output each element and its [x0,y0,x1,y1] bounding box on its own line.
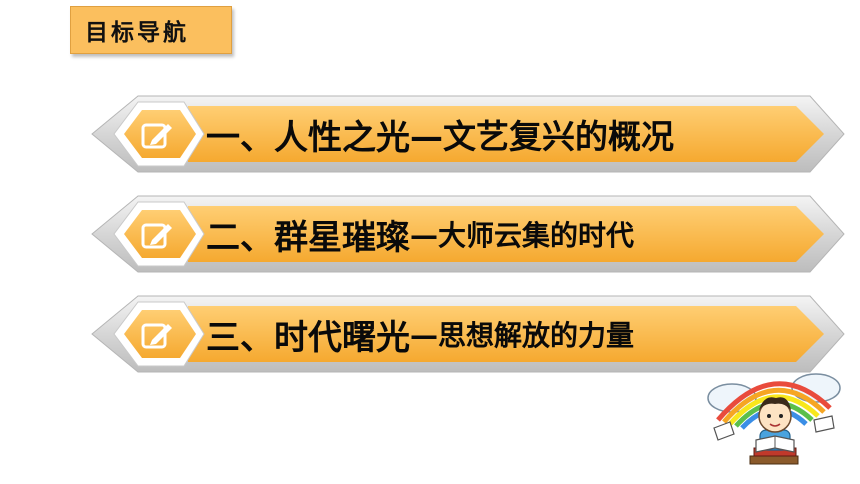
menu-item-1-text: 一、人性之光—文艺复兴的概况 [206,92,674,176]
edit-icon [136,214,178,256]
edit-icon [136,314,178,356]
menu-item-1[interactable]: 一、人性之光—文艺复兴的概况 [88,92,846,176]
edit-icon [136,114,178,156]
menu-item-3[interactable]: 三、时代曙光—思想解放的力量 [88,292,846,376]
menu-item-frame [91,95,845,173]
reading-boy-rainbow-illustration [707,373,841,465]
menu-item-3-sub: —思想解放的力量 [410,319,635,352]
menu-item-3-text: 三、时代曙光—思想解放的力量 [206,292,634,376]
menu-item-2[interactable]: 二、群星璀璨—大师云集的时代 [88,192,846,276]
menu-item-2-main: 二、群星璀璨 [206,217,410,258]
menu-item-1-sub: —文艺复兴的概况 [410,117,674,156]
menu-item-2-text: 二、群星璀璨—大师云集的时代 [206,192,634,276]
menu-item-3-main: 三、时代曙光 [206,317,410,358]
nav-title-text: 目标导航 [85,20,189,46]
menu-item-1-main: 一、人性之光 [206,117,410,158]
nav-title-label: 目标导航 [70,6,232,54]
menu-item-2-sub: —大师云集的时代 [410,219,635,252]
menu-item-frame [91,195,845,273]
